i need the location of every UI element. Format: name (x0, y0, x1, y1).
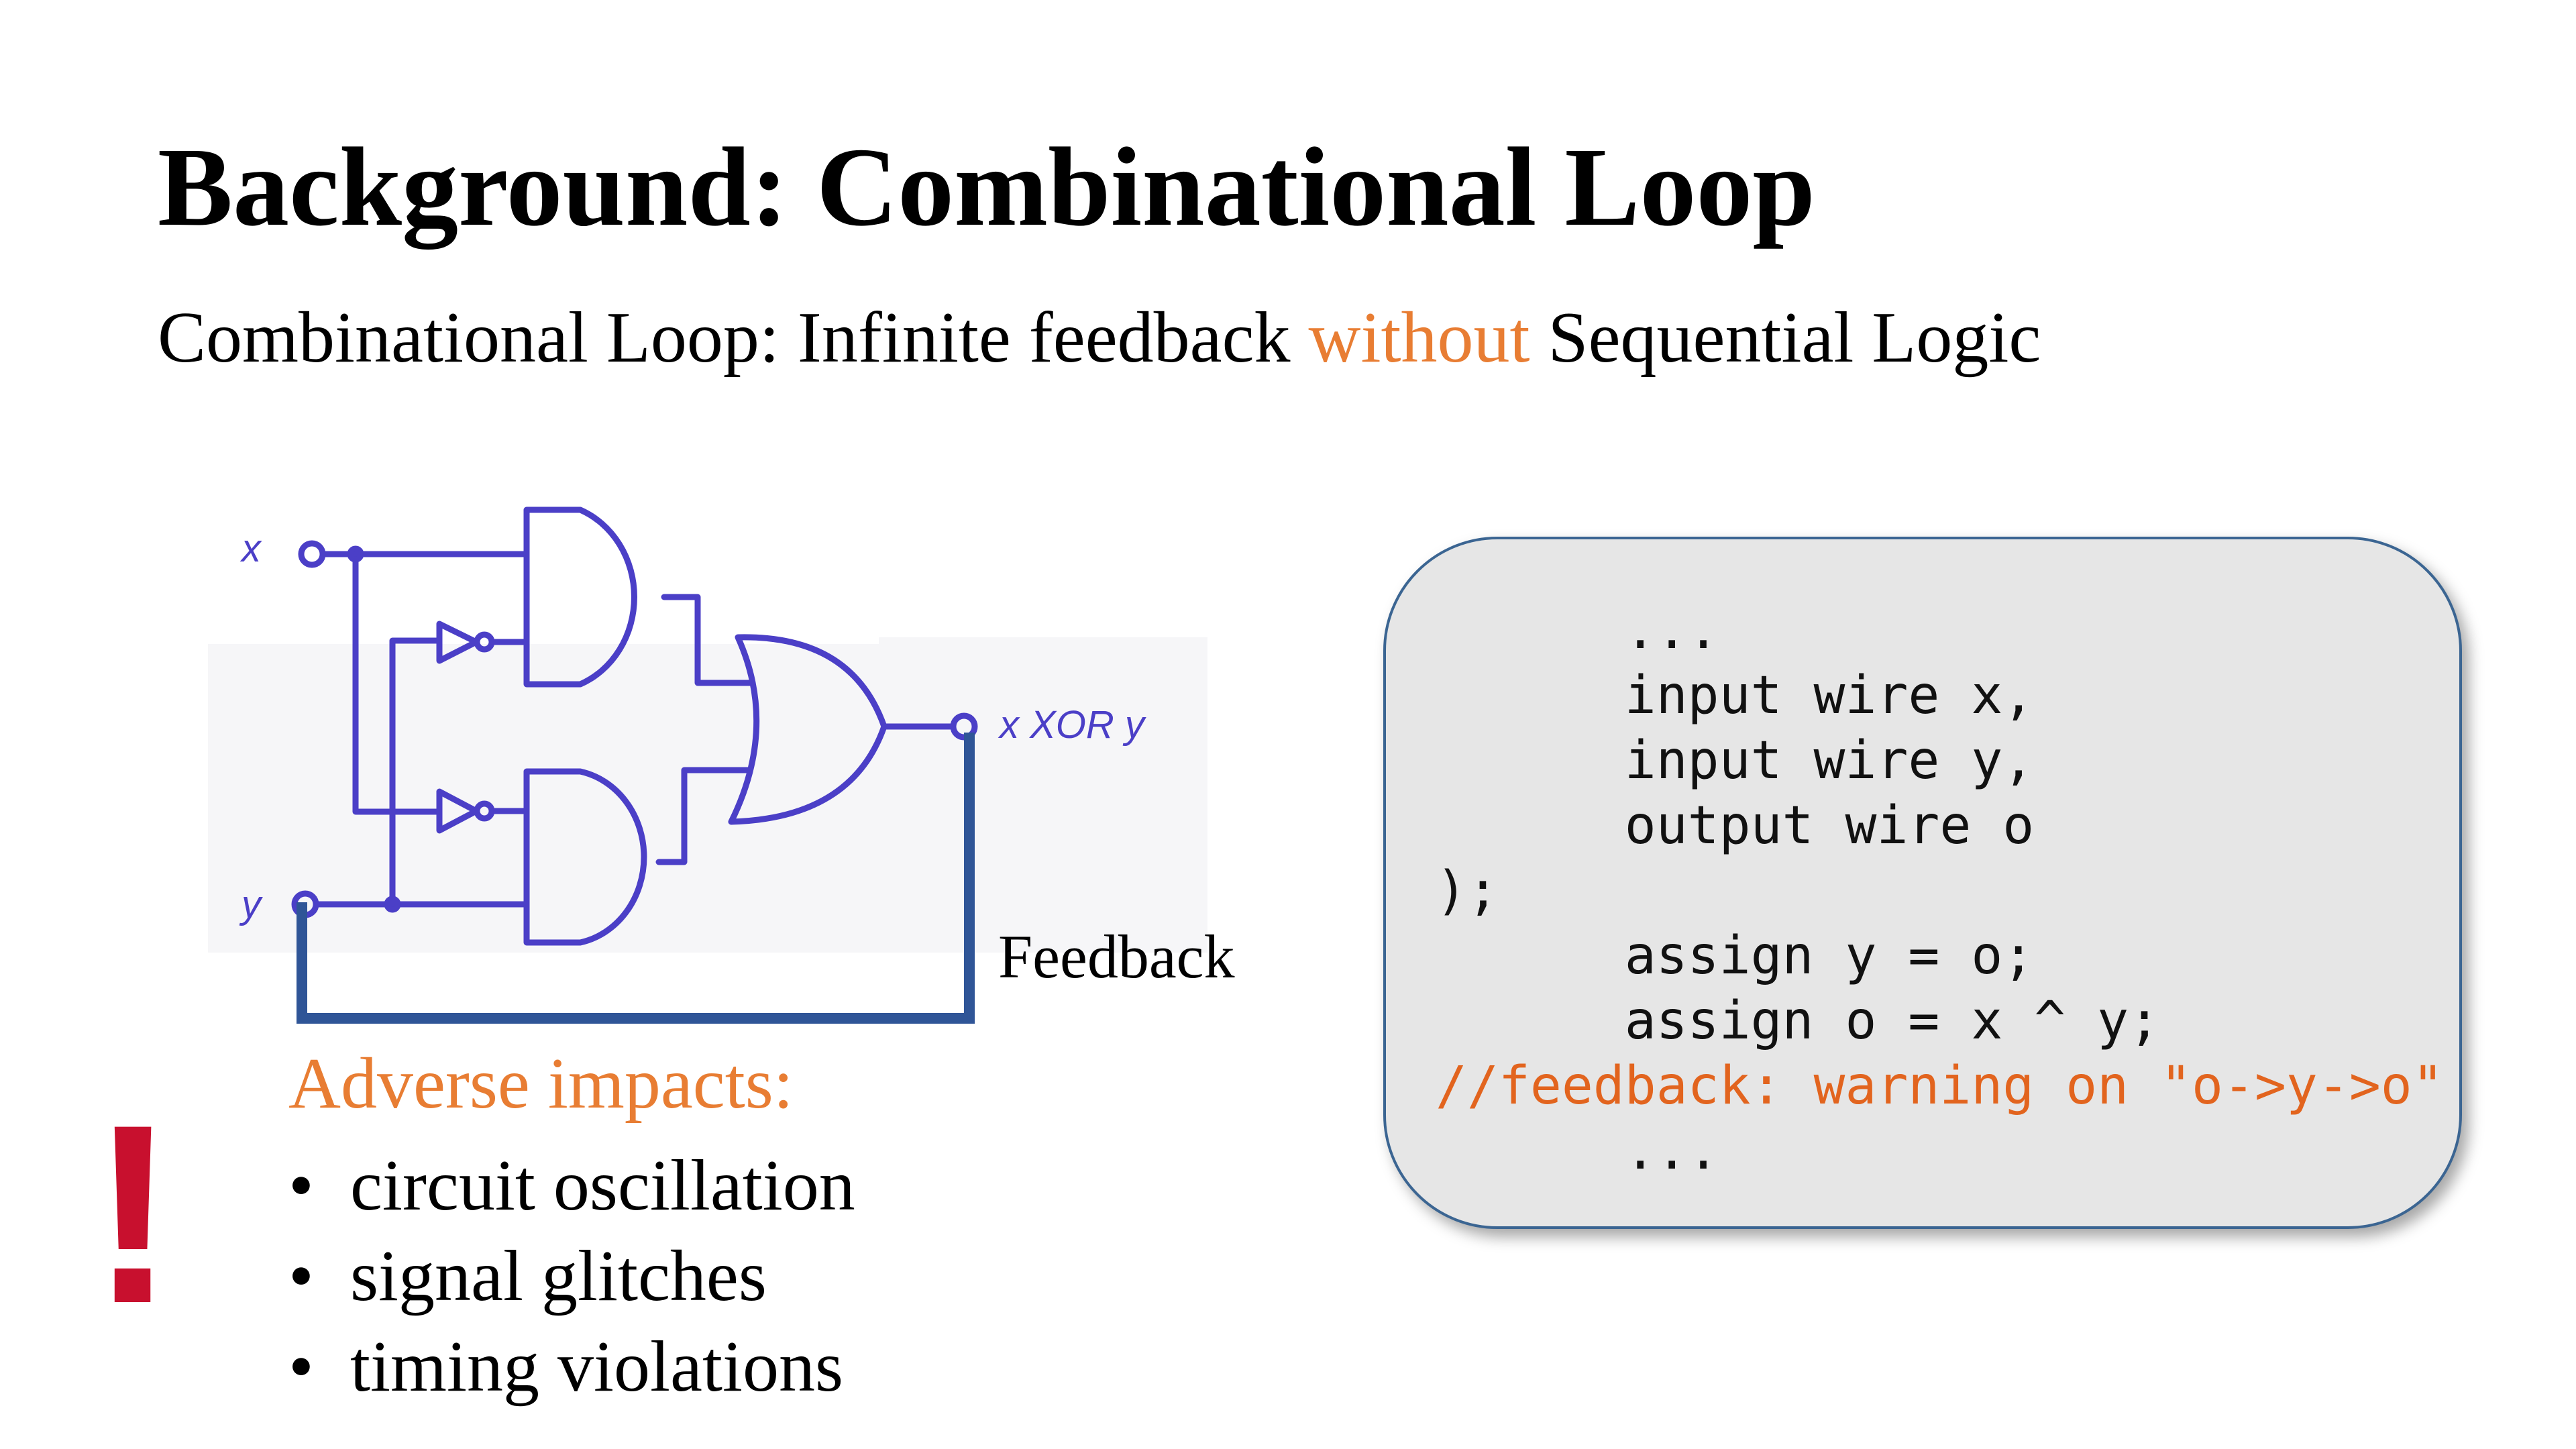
and-gate-top (523, 506, 637, 688)
scan-background-top (208, 496, 879, 644)
slide-title: Background: Combinational Loop (158, 125, 1815, 250)
bullet-icon: • (288, 1327, 314, 1407)
list-item: • timing violations (288, 1322, 855, 1412)
code-line: input wire x, (1436, 665, 2035, 726)
list-item: • signal glitches (288, 1231, 855, 1322)
adverse-impacts-list: • circuit oscillation • signal glitches • t… (288, 1140, 855, 1412)
or-gate (728, 634, 888, 825)
junction-x (347, 545, 364, 563)
impact-text: timing violations (350, 1327, 844, 1407)
code-line: assign o = x ^ y; (1436, 991, 2161, 1051)
code-comment-line: //feedback: warning on "o->y->o" (1436, 1056, 2444, 1116)
feedback-label: Feedback (998, 922, 1235, 991)
adverse-impacts-heading: Adverse impacts: (288, 1044, 794, 1124)
output-label: x XOR y (998, 703, 1146, 747)
impact-text: signal glitches (350, 1236, 767, 1316)
wire-and2-to-or (655, 767, 753, 865)
wire-y-up (389, 637, 443, 908)
input-x-label: x (239, 527, 262, 570)
not-gate-top (436, 621, 480, 664)
input-y-label: y (239, 883, 263, 926)
subtitle-part2: Sequential Logic (1529, 298, 2041, 378)
slide-subtitle: Combinational Loop: Infinite feedback wi… (158, 302, 2041, 374)
code-line: ); (1436, 861, 1499, 921)
code-line: output wire o (1436, 796, 2035, 856)
feedback-wire (297, 733, 975, 1024)
exclamation-icon: ! (91, 1071, 176, 1356)
wire-and1-to-or (661, 594, 753, 686)
code-block: ... input wire x, input wire y, output w… (1436, 598, 2444, 1184)
scan-background (208, 637, 1208, 953)
code-line: ... (1436, 1121, 1719, 1181)
and-gate-bottom (523, 768, 647, 946)
subtitle-part1: Combinational Loop: Infinite feedback (158, 298, 1309, 378)
bullet-icon: • (288, 1146, 314, 1226)
impact-text: circuit oscillation (350, 1146, 855, 1226)
code-line: input wire y, (1436, 731, 2035, 791)
list-item: • circuit oscillation (288, 1140, 855, 1231)
bullet-icon: • (288, 1236, 314, 1316)
code-box (1383, 537, 2462, 1229)
junction-y (384, 896, 401, 913)
subtitle-highlight: without (1308, 298, 1530, 378)
code-line: ... (1436, 600, 1719, 661)
code-line: assign y = o; (1436, 926, 2035, 986)
wire-x-down (352, 551, 443, 815)
not-gate-bottom (436, 788, 480, 834)
